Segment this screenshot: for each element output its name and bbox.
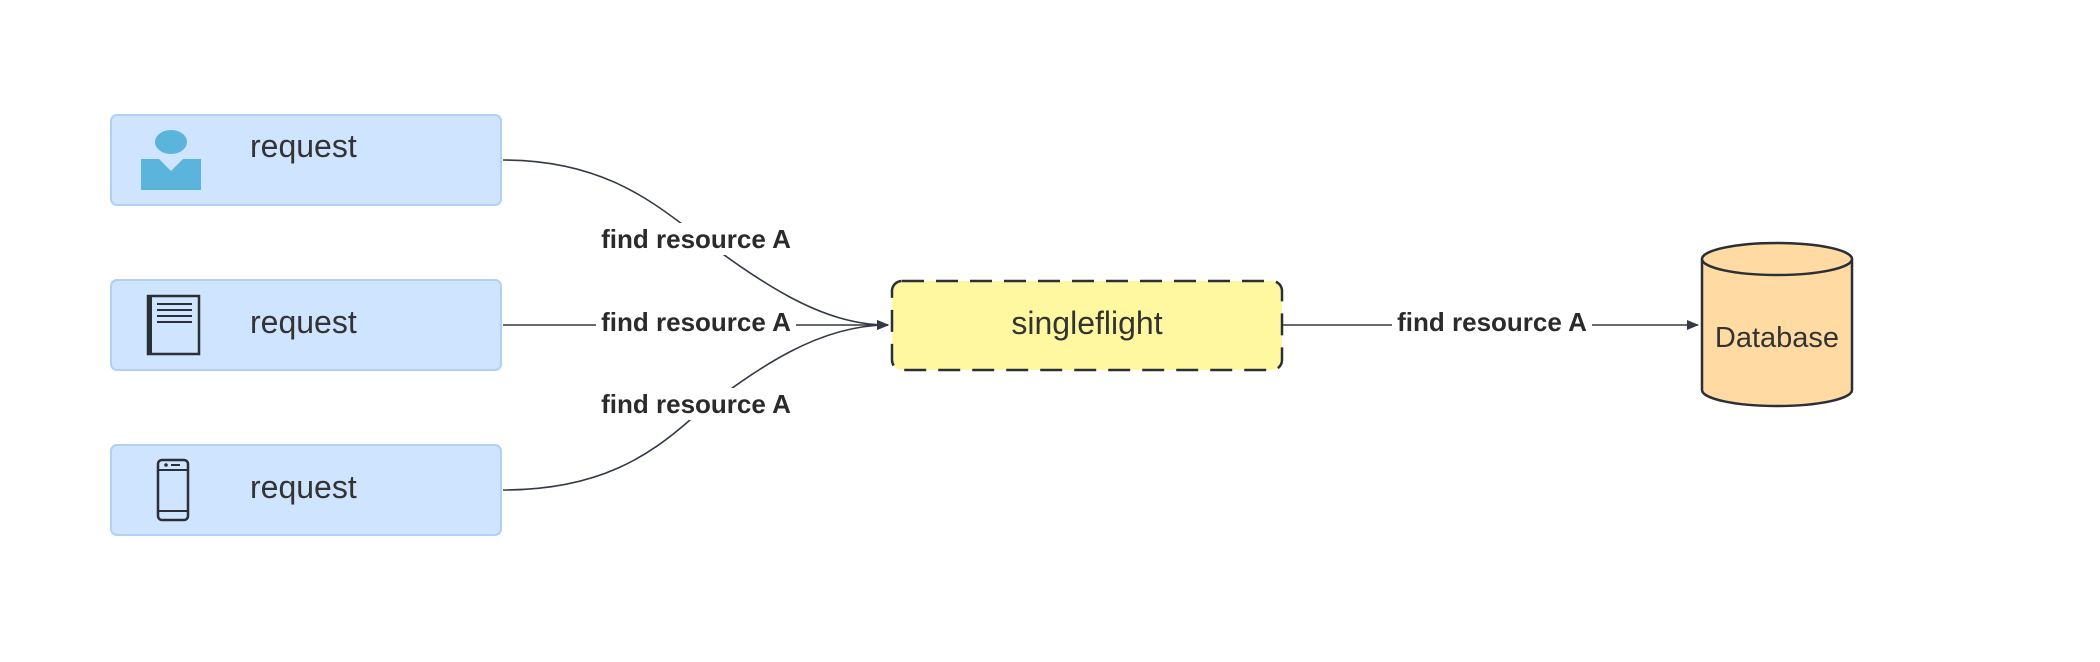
request-node-mobile[interactable]: request: [110, 444, 502, 536]
request-label: request: [250, 304, 357, 340]
edge-label-database: find resource A: [1392, 306, 1592, 338]
user-icon: [141, 130, 201, 190]
singleflight-node[interactable]: singleflight: [890, 279, 1284, 372]
edge-label-mobile: find resource A: [596, 388, 796, 420]
mobile-phone-icon: [156, 458, 190, 522]
database-node[interactable]: Database: [1700, 241, 1854, 408]
edge-label-text: find resource A: [601, 224, 791, 254]
edge-label-text: find resource A: [601, 389, 791, 419]
singleflight-label: singleflight: [1011, 305, 1162, 341]
edge-label-user: find resource A: [596, 223, 796, 255]
request-label: request: [250, 469, 357, 505]
request-node-user[interactable]: request: [110, 114, 502, 206]
edge-label-document: find resource A: [596, 306, 796, 338]
edge-label-text: find resource A: [1397, 307, 1587, 337]
document-icon: [146, 294, 201, 356]
edge-label-text: find resource A: [601, 307, 791, 337]
database-label: Database: [1715, 322, 1839, 354]
request-node-document[interactable]: request: [110, 279, 502, 371]
request-label: request: [250, 128, 357, 164]
